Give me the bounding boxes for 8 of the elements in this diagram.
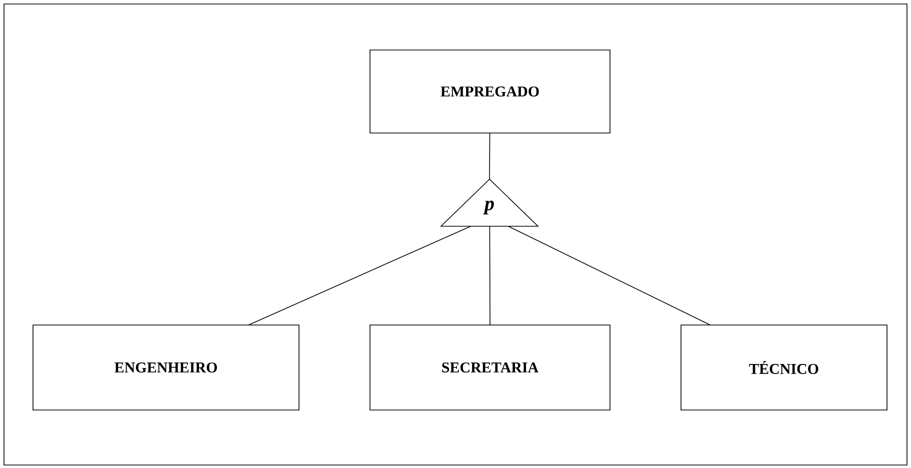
connector-line [508,226,711,326]
entity-box: ENGENHEIRO [32,324,300,410]
entity-box: SECRETARIA [370,324,610,410]
entity-box: TÉCNICO [680,324,888,410]
connector-line [248,226,472,326]
entity-box: EMPREGADO [370,50,610,134]
connector-line [489,226,490,326]
connector-line [489,132,490,180]
